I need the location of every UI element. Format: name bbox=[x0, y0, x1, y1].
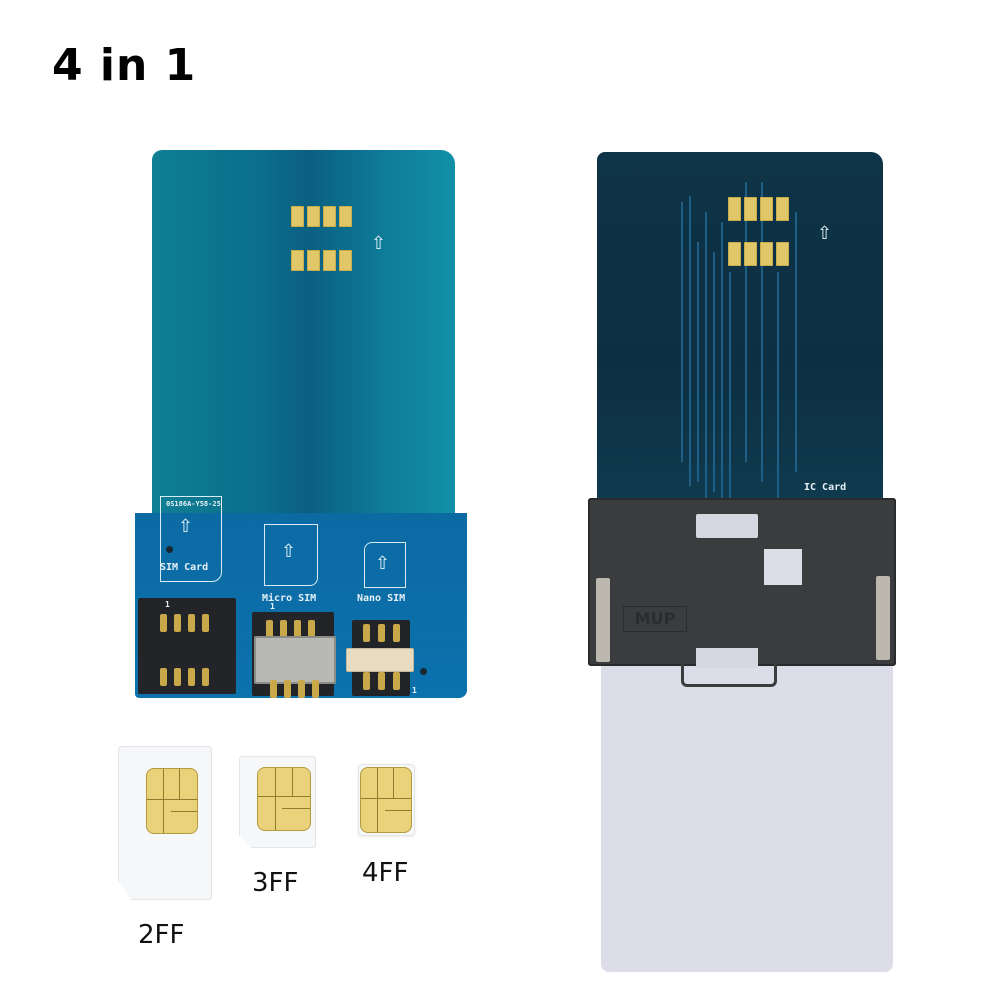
pin1-marker-micro: 1 bbox=[270, 602, 275, 611]
label-ic-card: IC Card bbox=[804, 482, 847, 493]
label-micro-sim: Micro SIM bbox=[262, 593, 317, 604]
contact-pads-top bbox=[291, 206, 352, 227]
nano-slot-pins-bottom bbox=[363, 672, 400, 690]
reader-clip-right bbox=[876, 576, 890, 660]
pin1-marker: 1 bbox=[165, 600, 170, 609]
micro-sim-cover bbox=[254, 636, 336, 684]
label-2ff: 2FF bbox=[138, 920, 185, 950]
white-ic-card bbox=[601, 664, 893, 972]
sim-card-outline bbox=[160, 496, 222, 582]
ic-contact-pads-bottom bbox=[728, 242, 789, 266]
sim-chip-icon bbox=[257, 767, 311, 831]
pin1-marker-nano: 1 bbox=[412, 686, 417, 695]
contact-pads-bottom bbox=[291, 250, 352, 271]
ic-insert-arrow-icon: ⇧ bbox=[817, 223, 833, 244]
sim-arrow-icon: ⇧ bbox=[178, 516, 194, 537]
nano-sim-arrow-icon: ⇧ bbox=[375, 553, 391, 574]
label-4ff: 4FF bbox=[362, 858, 409, 888]
part-number: 0S186A-Y58-25 bbox=[166, 500, 221, 508]
mounting-hole-2 bbox=[420, 668, 427, 675]
reader-clip-left bbox=[596, 578, 610, 662]
sim-chip-icon bbox=[360, 767, 412, 833]
sim-slot-pins-top bbox=[160, 614, 209, 632]
reader-window-middle bbox=[764, 549, 802, 585]
reader-brand: MUP bbox=[623, 606, 687, 632]
sim-card-slot[interactable] bbox=[138, 598, 236, 694]
insert-arrow-icon: ⇧ bbox=[371, 233, 387, 254]
nano-sim-outline bbox=[364, 542, 406, 588]
sim-slot-pins-bottom bbox=[160, 668, 209, 686]
label-3ff: 3FF bbox=[252, 868, 299, 898]
nano-sim-tray bbox=[346, 648, 414, 672]
label-nano-sim: Nano SIM bbox=[357, 593, 406, 604]
reader-window-top bbox=[696, 514, 758, 538]
micro-slot-pins bbox=[266, 620, 315, 638]
reader-window-bottom bbox=[696, 648, 758, 668]
reader-latch bbox=[681, 664, 777, 687]
micro-slot-pins-bottom bbox=[270, 680, 319, 698]
ic-contact-pads-top bbox=[728, 197, 789, 221]
mounting-hole bbox=[166, 546, 173, 553]
nano-slot-pins bbox=[363, 624, 400, 642]
micro-sim-outline bbox=[264, 524, 318, 586]
micro-sim-arrow-icon: ⇧ bbox=[281, 541, 297, 562]
page-title: 4 in 1 bbox=[52, 40, 197, 91]
label-sim-card: SIM Card bbox=[160, 562, 209, 573]
sim-chip-icon bbox=[146, 768, 198, 834]
